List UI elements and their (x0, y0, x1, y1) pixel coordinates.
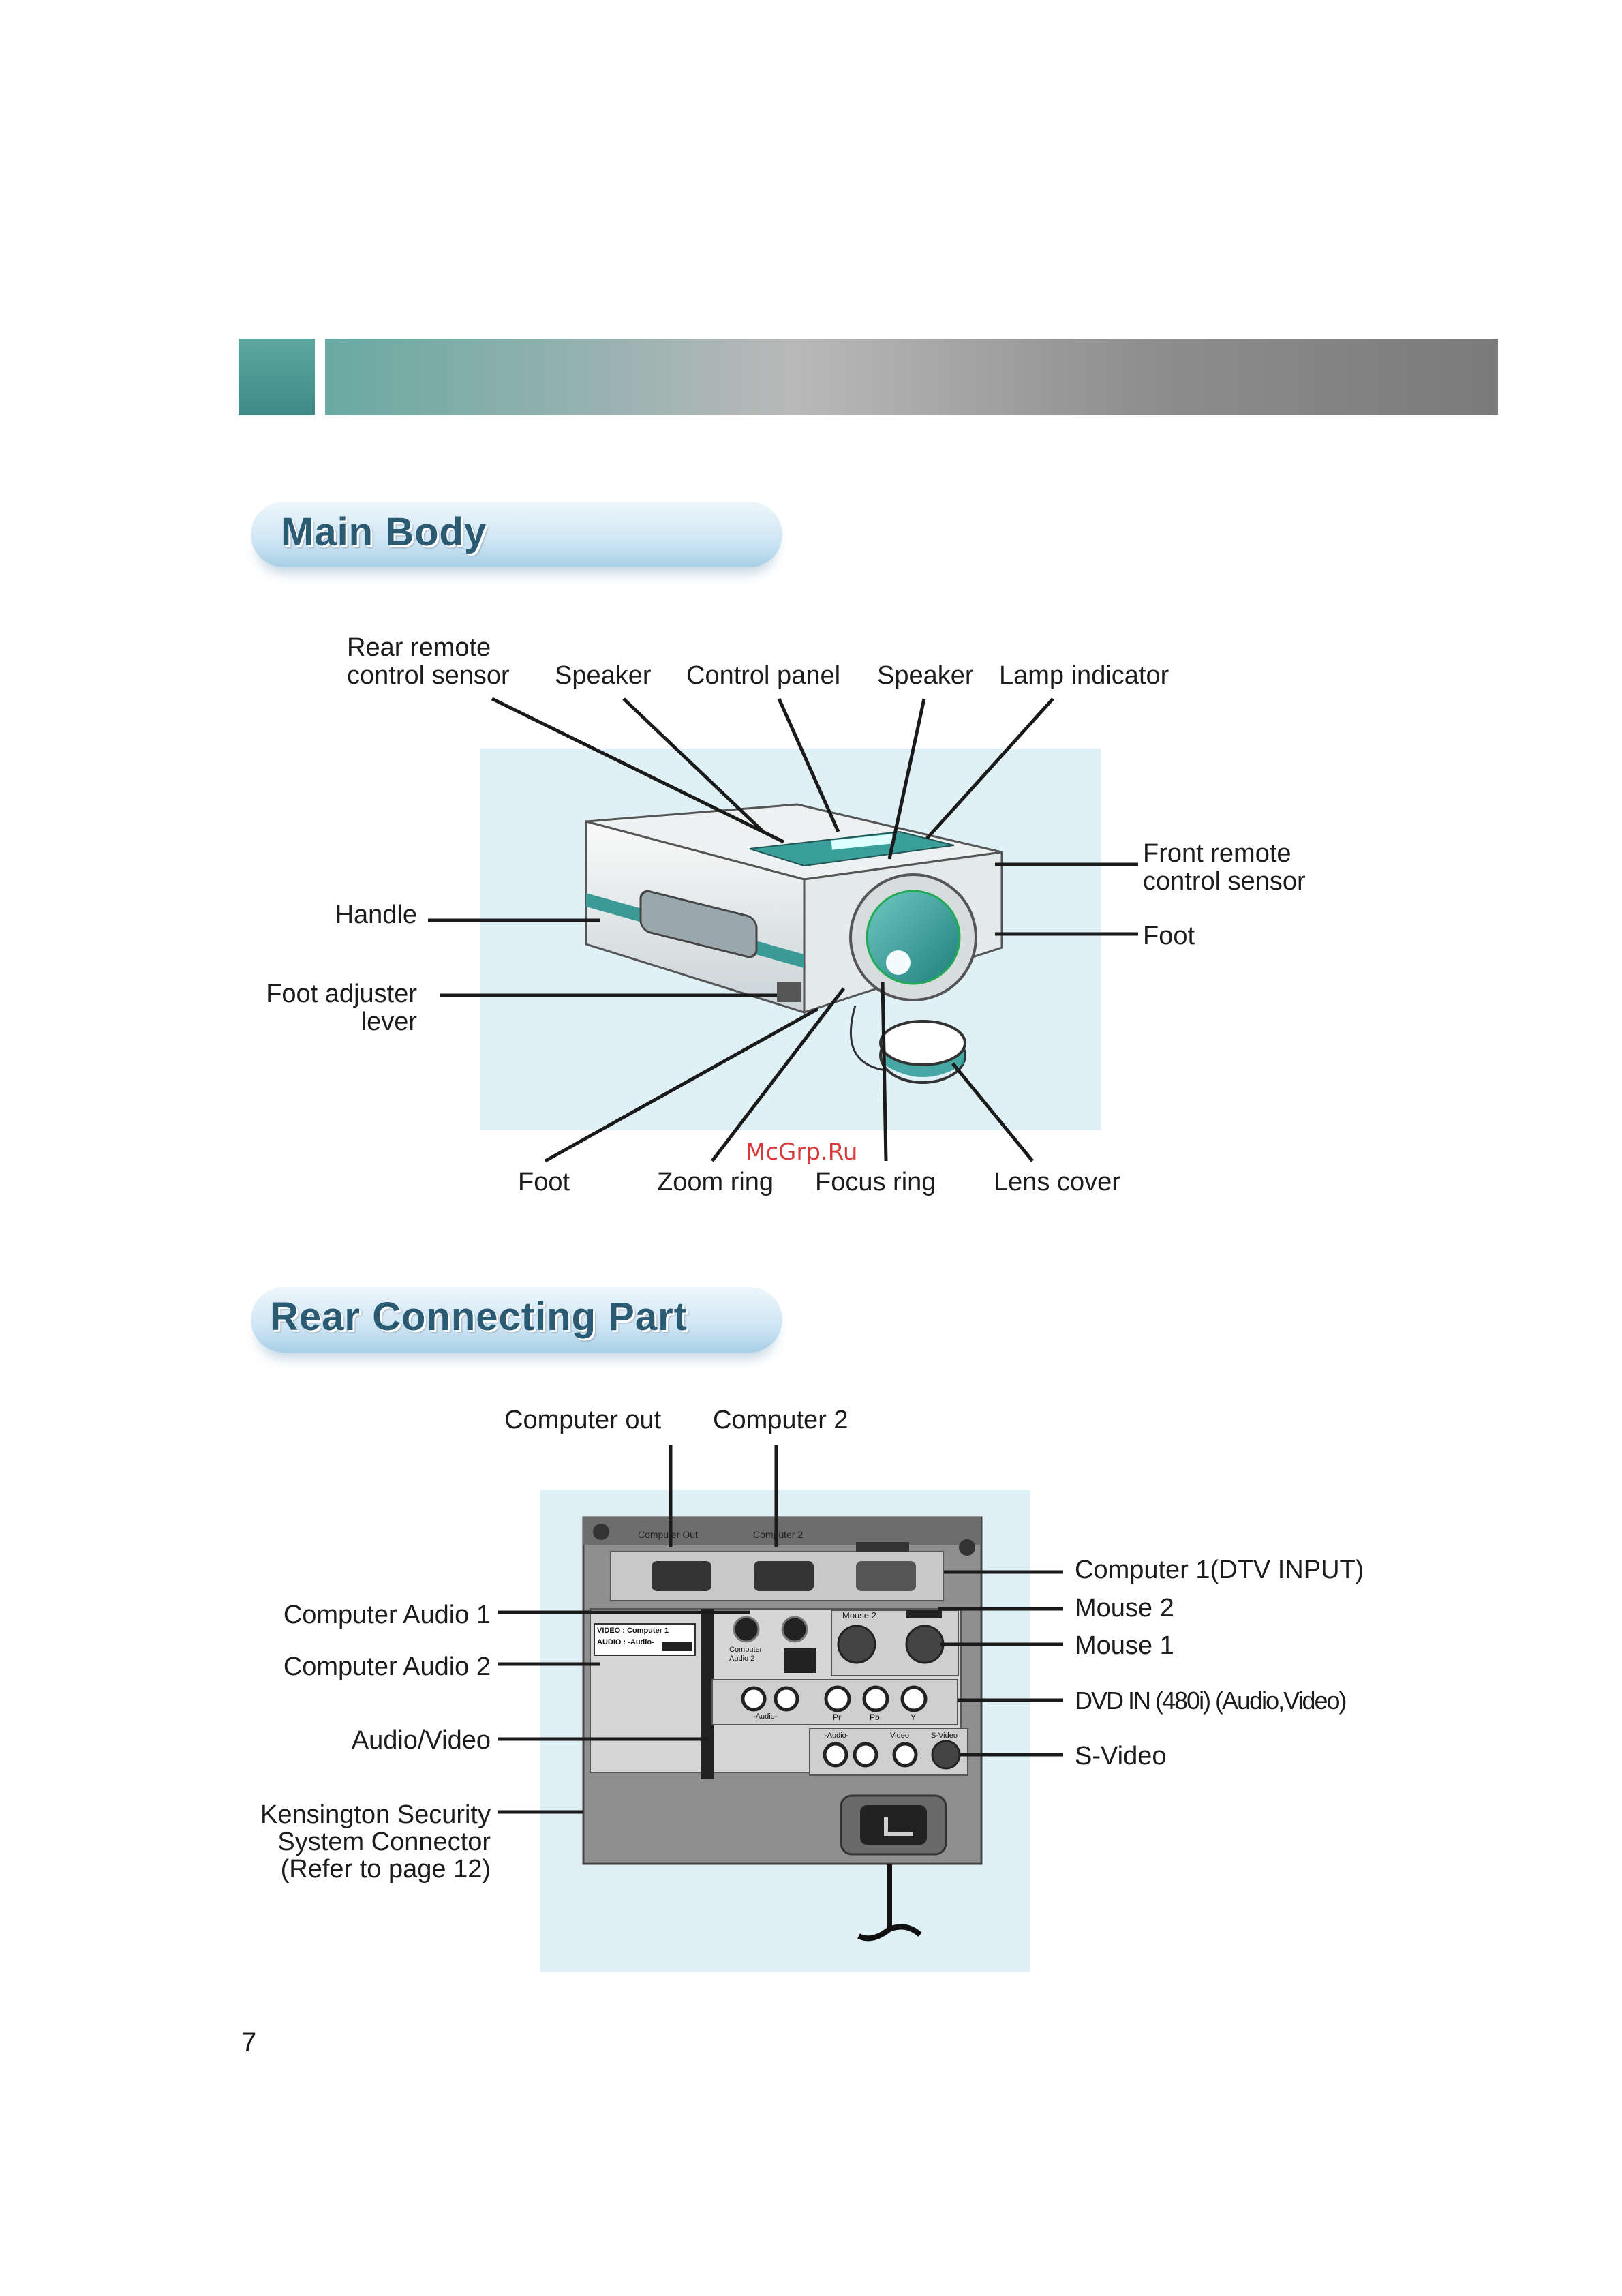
label-front-remote-line1: Front remote (1143, 839, 1291, 868)
label-lamp-indicator: Lamp indicator (999, 661, 1169, 690)
label-dvd-in: DVD IN (480i) (Audio,Video) (1075, 1687, 1347, 1715)
label-foot-adjuster-line2: lever (361, 1008, 417, 1036)
label-zoom-ring: Zoom ring (657, 1168, 774, 1196)
label-kensington-line2: System Connector (277, 1828, 491, 1856)
label-speaker-right: Speaker (877, 661, 974, 690)
label-computer-out: Computer out (504, 1406, 662, 1434)
label-foot-adjuster-line1: Foot adjuster (266, 980, 417, 1008)
panel-text-video-legend: VIDEO : Computer 1 (597, 1627, 669, 1635)
label-control-panel: Control panel (686, 661, 841, 690)
label-focus-ring: Focus ring (815, 1168, 936, 1196)
page-number: 7 (241, 2027, 257, 2057)
panel-text-computer-audio-2: Computer Audio 2 (729, 1646, 763, 1663)
label-mouse-1: Mouse 1 (1075, 1631, 1174, 1660)
label-kensington-line3: (Refer to page 12) (280, 1855, 491, 1884)
label-rear-remote-line1: Rear remote (347, 633, 491, 662)
label-rear-remote-line2: control sensor (347, 661, 510, 690)
label-foot-right: Foot (1143, 922, 1195, 950)
panel-text-pb: Pb (870, 1712, 880, 1722)
panel-text-mouse-2: Mouse 2 (842, 1610, 876, 1620)
header-bar (325, 339, 1498, 415)
label-foot-bottom: Foot (518, 1168, 570, 1196)
main-body-title: Main Body (281, 510, 487, 554)
label-kensington-line1: Kensington Security (260, 1800, 491, 1829)
label-s-video: S-Video (1075, 1742, 1167, 1770)
label-computer-audio-1: Computer Audio 1 (283, 1601, 491, 1629)
rear-pill (251, 1287, 782, 1353)
panel-text-video: Video (890, 1732, 909, 1740)
label-speaker-left: Speaker (555, 661, 652, 690)
watermark: McGrp.Ru (746, 1138, 858, 1166)
main-body-pill (251, 502, 782, 567)
panel-text-s-video: S-Video (931, 1732, 958, 1740)
header-square (239, 339, 315, 415)
panel-text-audio-legend: AUDIO : -Audio- (597, 1638, 654, 1646)
panel-text-computer-2: Computer 2 (753, 1529, 804, 1540)
label-computer-1: Computer 1(DTV INPUT) (1075, 1556, 1364, 1584)
panel-text-y: Y (911, 1712, 917, 1722)
label-lens-cover: Lens cover (994, 1168, 1120, 1196)
panel-text-audio-small: -Audio- (753, 1712, 778, 1721)
label-front-remote-line2: control sensor (1143, 867, 1306, 896)
panel-text-pr: Pr (833, 1712, 841, 1722)
label-mouse-2: Mouse 2 (1075, 1594, 1174, 1622)
label-handle: Handle (335, 901, 417, 929)
rear-title: Rear Connecting Part (270, 1295, 688, 1339)
label-audio-video: Audio/Video (351, 1726, 491, 1755)
label-computer-audio-2: Computer Audio 2 (283, 1652, 491, 1681)
label-computer-2: Computer 2 (713, 1406, 848, 1434)
panel-text-computer-out: Computer Out (638, 1529, 698, 1540)
panel-text-audio-bottom: -Audio- (825, 1732, 849, 1740)
